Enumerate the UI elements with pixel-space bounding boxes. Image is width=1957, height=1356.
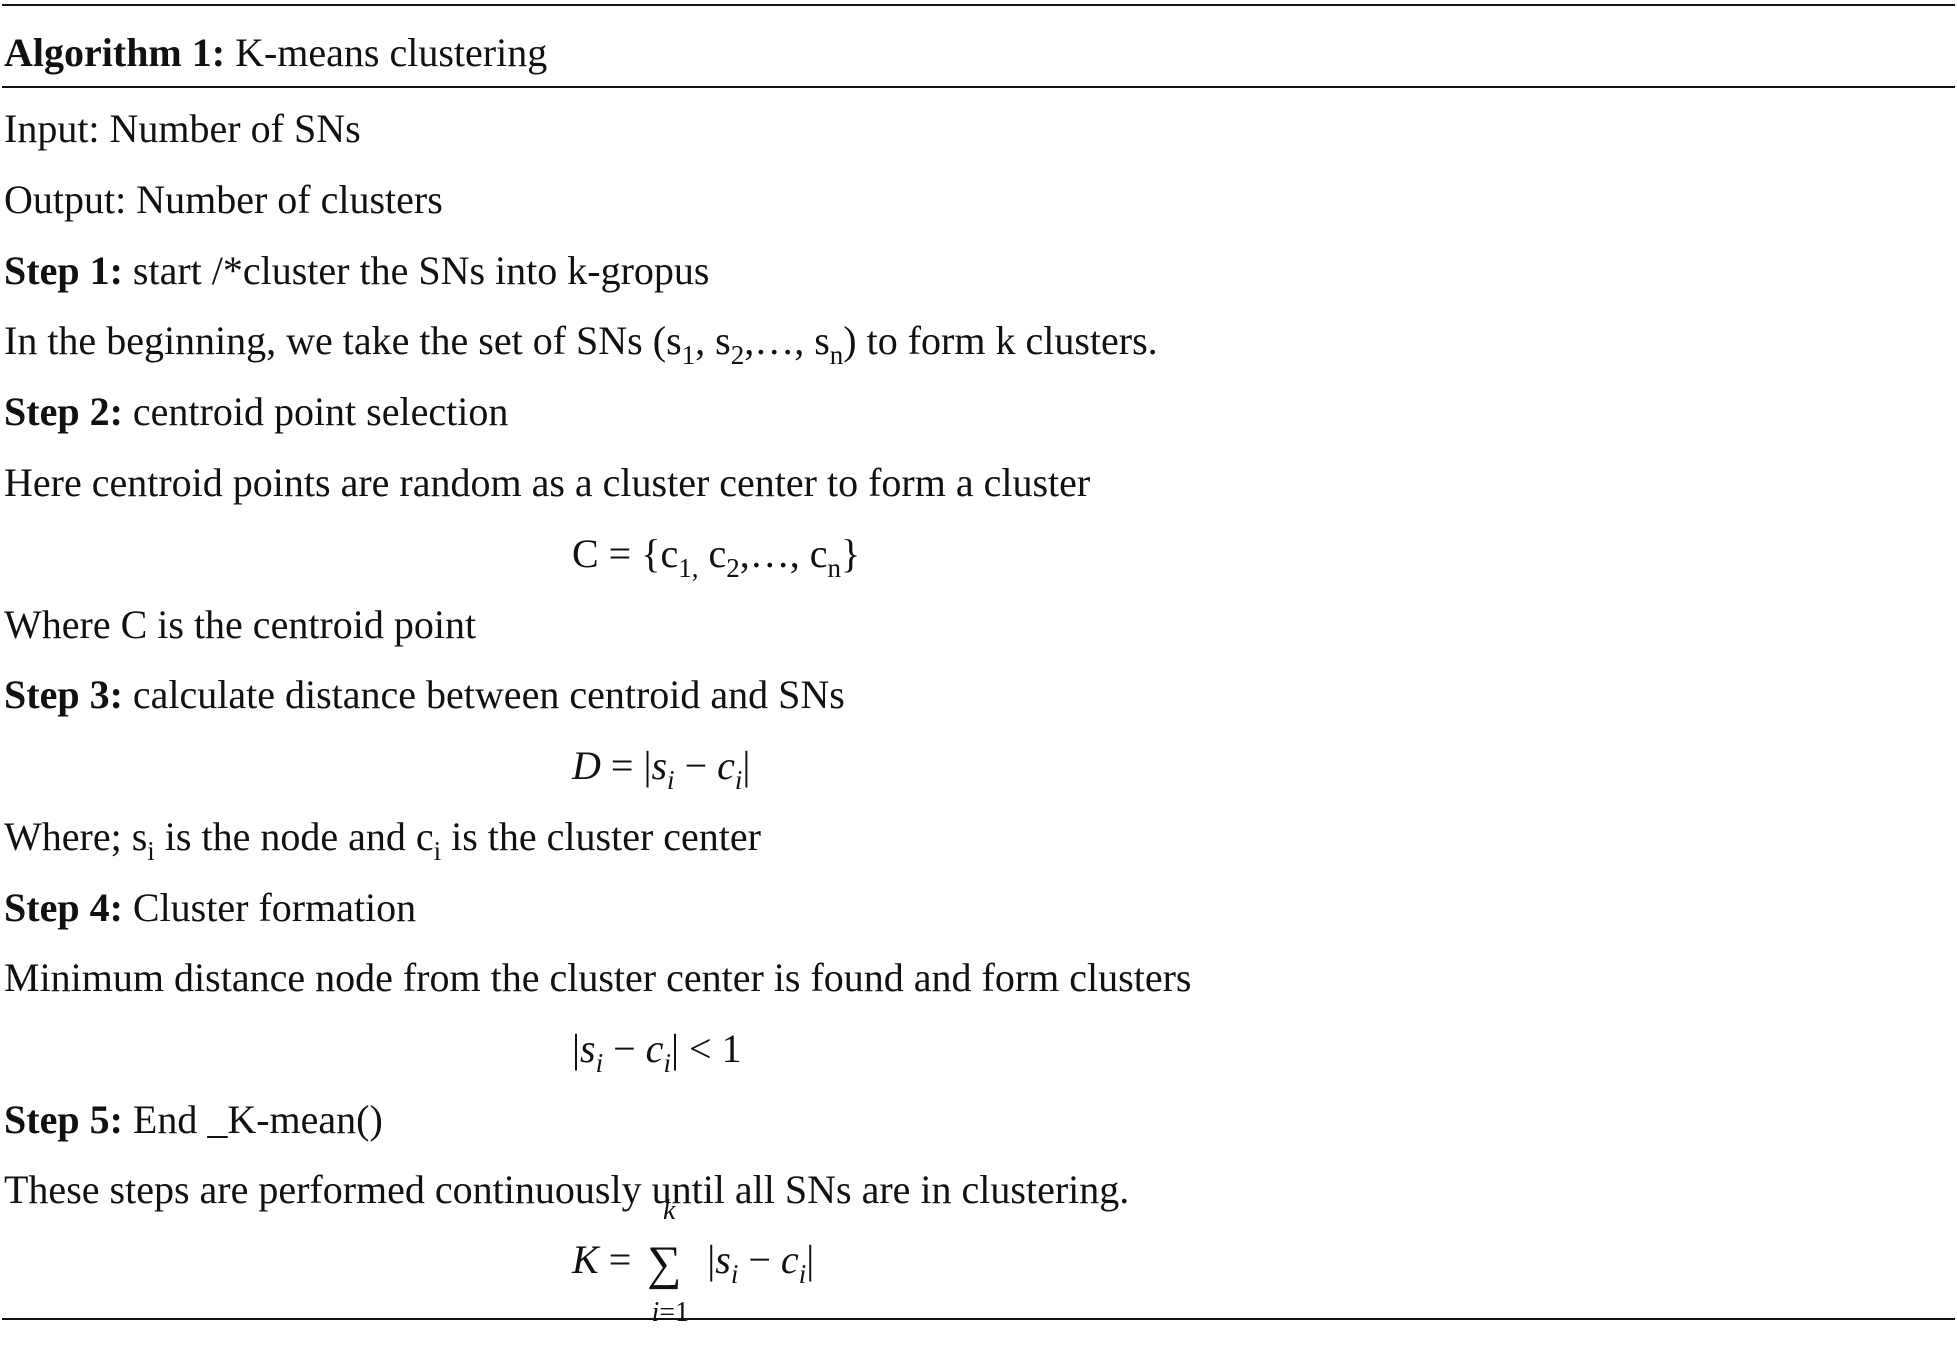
step-5-text: End _K-mean() [122,1097,383,1142]
output-line: Output: Number of clusters [4,177,443,222]
algorithm-title: Algorithm 1: K-means clustering [4,29,547,77]
summation-operator: k ∑ i=1 [641,1196,697,1328]
step-4: Step 4: Cluster formation [4,884,416,932]
distance-description: Where; si is the node and ci is the clus… [4,814,761,866]
step-1: Step 1: start /*cluster the SNs into k-g… [4,247,710,295]
step-4-label: Step 4: [4,885,123,930]
top-rule [2,4,1955,6]
summation-lower-limit: i=1 [651,1297,690,1328]
distance-equation: D = |si − ci| [572,743,751,795]
summation-equation: K = k∑i=1 |si − ci| [572,1195,815,1328]
minimum-distance-equation: |si − ci| < 1 [572,1026,742,1078]
step-3: Step 3: calculate distance between centr… [4,671,845,719]
step-1-text: start /*cluster the SNs into k-gropus [122,248,710,293]
step-4-description: Minimum distance node from the cluster c… [4,955,1192,1000]
step-3-text: calculate distance between centroid and … [122,672,845,717]
algorithm-label: Algorithm 1: [4,30,226,75]
input-line: Input: Number of SNs [4,106,361,151]
step-5-description: These steps are performed continuously u… [4,1167,1130,1212]
step-2-label: Step 2: [4,389,123,434]
step-5-label: Step 5: [4,1097,123,1142]
sigma-symbol: ∑ [647,1237,682,1290]
algorithm-box: { "algorithm": { "label": "Algorithm 1:"… [2,4,1955,1328]
bottom-rule [2,1318,1955,1320]
step-4-text: Cluster formation [122,885,417,930]
header-rule [2,86,1955,88]
step-2-text: centroid point selection [122,389,509,434]
summation-upper-limit: k [663,1195,676,1226]
algorithm-name: K-means clustering [225,30,548,75]
step-1-label: Step 1: [4,248,123,293]
centroid-description: Where C is the centroid point [4,602,477,647]
step-3-label: Step 3: [4,672,123,717]
step-1-description: In the beginning, we take the set of SNs… [4,318,1158,370]
step-2-description: Here centroid points are random as a clu… [4,460,1091,505]
centroid-set-equation: C = {c1, c2,…, cn} [572,531,861,583]
step-5: Step 5: End _K-mean() [4,1096,383,1144]
step-2: Step 2: centroid point selection [4,388,508,436]
